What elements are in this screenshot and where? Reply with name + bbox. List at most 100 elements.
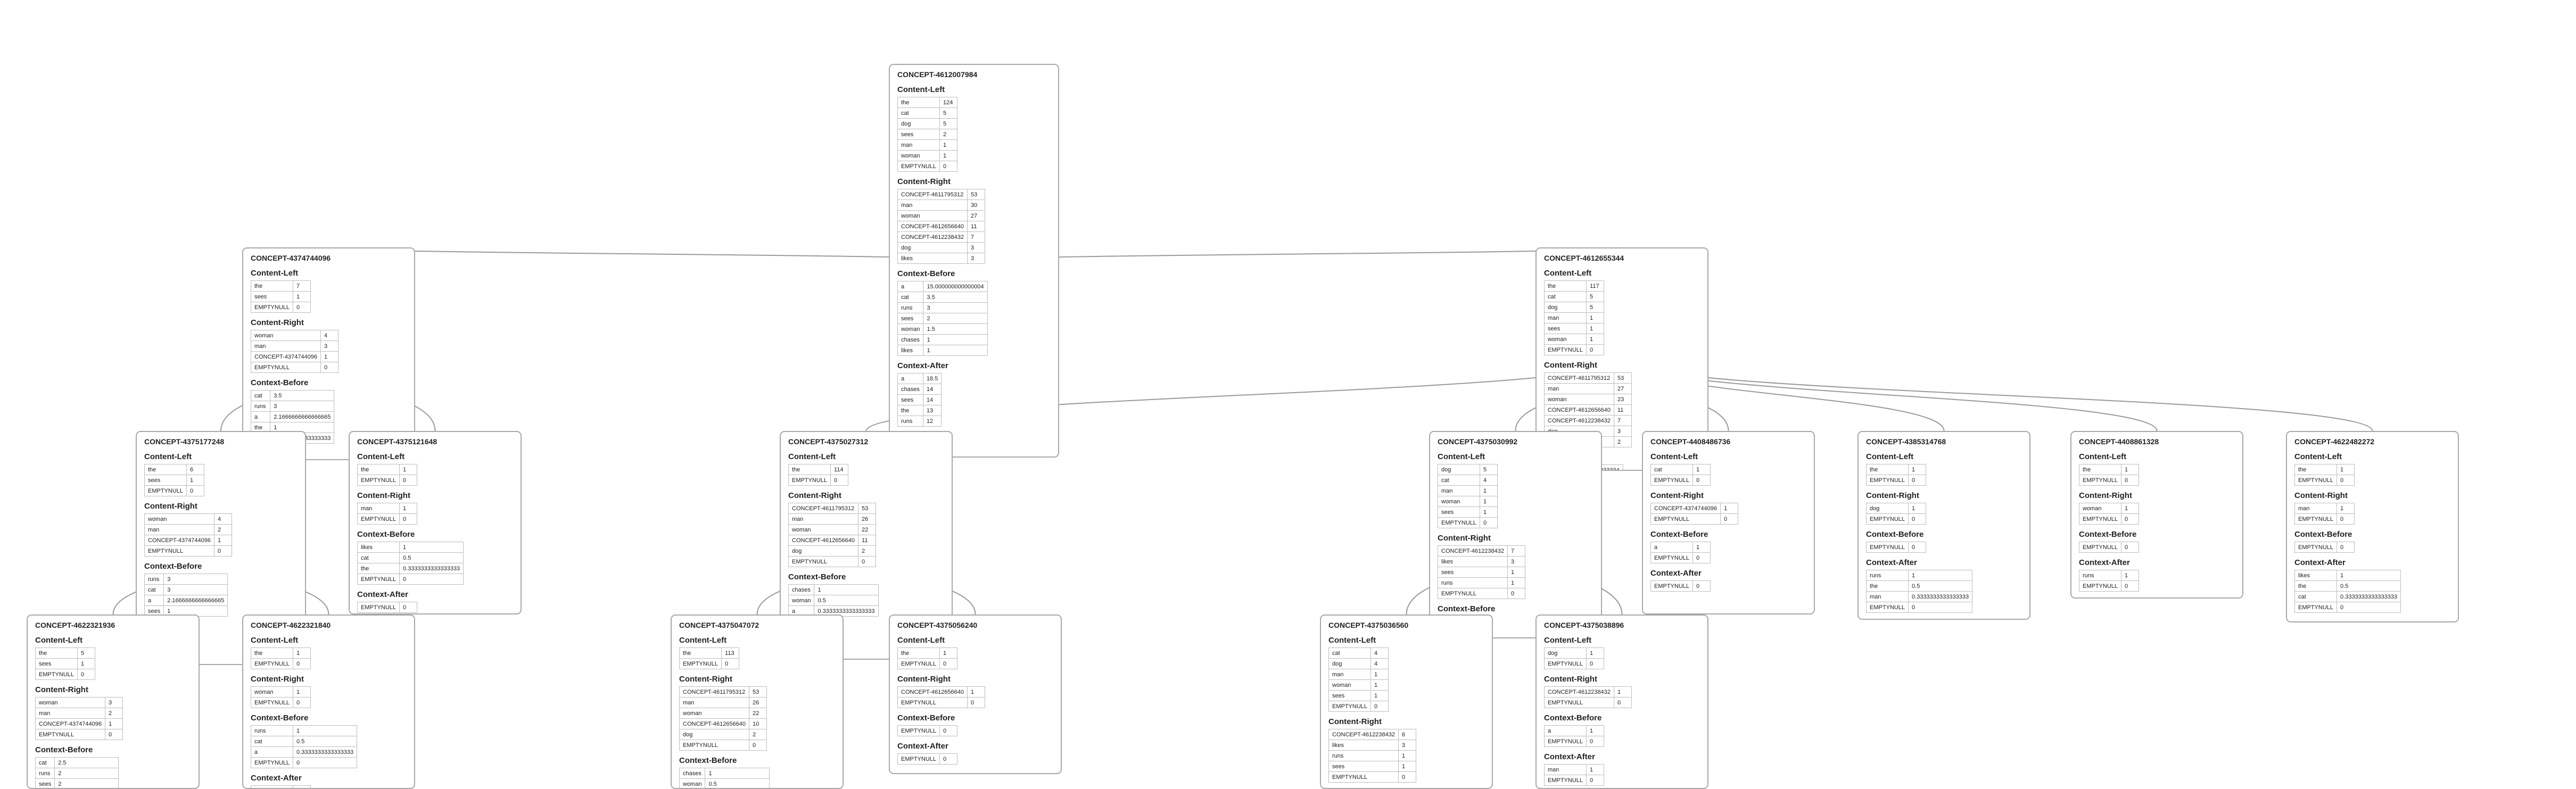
value-cell: 1 xyxy=(1586,725,1605,736)
value-cell: 3 xyxy=(1614,426,1632,437)
value-cell: 1 xyxy=(1720,503,1739,514)
value-cell: 1 xyxy=(1908,503,1927,514)
value-cell: 0 xyxy=(1586,658,1605,669)
node-title: CONCEPT-4375121648 xyxy=(357,437,437,446)
value-cell: 0 xyxy=(2336,475,2355,486)
value-cell: 1 xyxy=(1480,506,1498,518)
term-cell: man xyxy=(897,139,940,151)
value-cell: 124 xyxy=(939,97,958,108)
term-cell: EMPTYNULL xyxy=(2294,542,2338,553)
value-cell: 5 xyxy=(939,107,958,119)
value-cell: 1 xyxy=(77,658,96,669)
value-cell: 0 xyxy=(399,513,418,525)
value-cell: 1 xyxy=(1908,570,1973,581)
section-title: Context-Before xyxy=(1650,530,1708,539)
value-cell: 0.3333333333333333 xyxy=(814,605,879,617)
term-cell: EMPTYNULL xyxy=(1543,658,1587,669)
value-cell: 0 xyxy=(77,669,96,680)
section-title: Context-Before xyxy=(35,745,93,754)
value-cell: 3 xyxy=(163,574,228,585)
term-cell: cat xyxy=(357,552,400,563)
term-cell: woman xyxy=(144,513,215,525)
term-cell: EMPTYNULL xyxy=(35,669,78,680)
term-cell: runs xyxy=(1328,750,1399,761)
term-cell: EMPTYNULL xyxy=(788,475,831,486)
term-cell: woman xyxy=(897,323,924,335)
term-cell: sees xyxy=(1437,506,1481,518)
term-cell: the xyxy=(250,280,294,292)
term-cell: CONCEPT-4374744096 xyxy=(35,718,106,729)
value-cell: 3 xyxy=(105,697,123,708)
value-cell: 1 xyxy=(1586,334,1605,345)
term-cell: EMPTYNULL xyxy=(2294,475,2338,486)
term-cell: CONCEPT-4612656640 xyxy=(679,718,750,729)
section-title: Context-After xyxy=(1650,569,1702,578)
term-cell: man xyxy=(2294,503,2338,514)
section-title: Content-Right xyxy=(251,318,304,327)
term-cell: woman xyxy=(788,595,815,606)
value-cell: 1 xyxy=(2336,464,2355,475)
value-cell: 0 xyxy=(721,658,740,669)
value-cell: 27 xyxy=(967,210,986,221)
value-cell: 0 xyxy=(399,602,418,613)
term-cell: a xyxy=(897,281,924,292)
term-cell: CONCEPT-4612238432 xyxy=(1543,686,1615,697)
term-cell: chases xyxy=(897,384,923,395)
value-cell: 0 xyxy=(2336,602,2401,613)
value-cell: 1 xyxy=(1908,464,1927,475)
value-cell: 1 xyxy=(705,768,770,779)
term-cell: chases xyxy=(788,584,815,595)
value-cell: 0 xyxy=(749,740,767,751)
value-cell: 117 xyxy=(1586,280,1605,292)
term-cell: CONCEPT-4374744096 xyxy=(1650,503,1721,514)
